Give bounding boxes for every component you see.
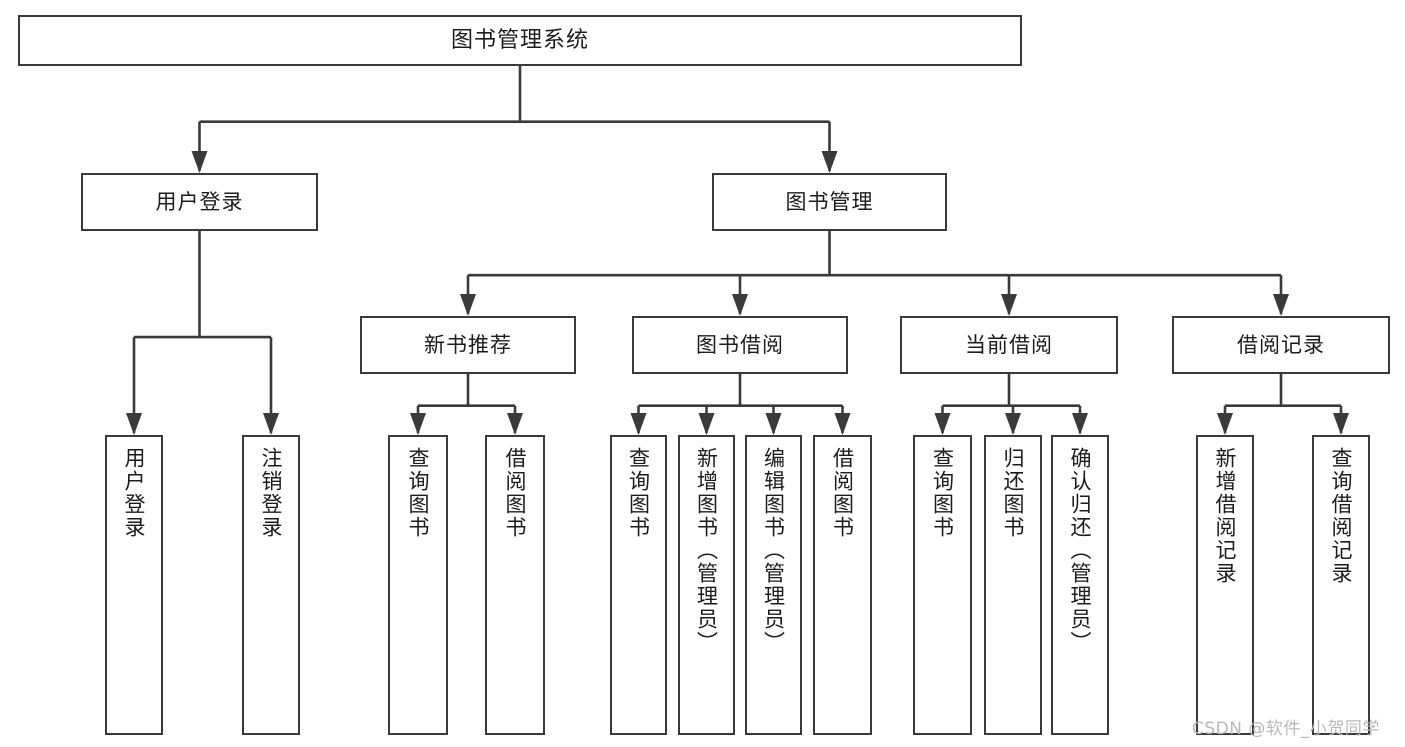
node-root[interactable]: 图书管理系统 <box>18 15 1022 66</box>
node-leaf-query-book-1-label: 查询图书 <box>406 447 431 539</box>
node-leaf-query-book-2-label: 查询图书 <box>626 447 651 539</box>
node-leaf-query-record-label: 查询借阅记录 <box>1329 447 1354 585</box>
node-leaf-logout-label: 注销登录 <box>259 447 284 539</box>
node-book-manage-label: 图书管理 <box>785 189 874 214</box>
node-leaf-add-book-label: 新增图书（管理员） <box>694 447 719 654</box>
node-user-login-label: 用户登录 <box>155 189 244 214</box>
node-root-label: 图书管理系统 <box>450 27 589 53</box>
node-leaf-logout[interactable]: 注销登录 <box>242 435 300 735</box>
node-leaf-borrow-book-2-label: 借阅图书 <box>830 447 855 539</box>
node-leaf-add-record-label: 新增借阅记录 <box>1213 447 1238 585</box>
node-leaf-query-book-3[interactable]: 查询图书 <box>913 435 972 735</box>
node-leaf-edit-book[interactable]: 编辑图书（管理员） <box>745 435 802 735</box>
node-leaf-return-book[interactable]: 归还图书 <box>984 435 1042 735</box>
node-leaf-confirm-return[interactable]: 确认归还（管理员） <box>1051 435 1109 735</box>
node-leaf-confirm-return-label: 确认归还（管理员） <box>1068 447 1093 654</box>
node-new-book-recommend[interactable]: 新书推荐 <box>360 316 576 374</box>
node-leaf-query-book-2[interactable]: 查询图书 <box>610 435 667 735</box>
node-leaf-borrow-book-1-label: 借阅图书 <box>503 447 528 539</box>
node-leaf-add-book[interactable]: 新增图书（管理员） <box>678 435 735 735</box>
node-leaf-return-book-label: 归还图书 <box>1001 447 1026 539</box>
node-leaf-borrow-book-1[interactable]: 借阅图书 <box>485 435 545 735</box>
node-book-borrow-label: 图书借阅 <box>696 332 784 357</box>
node-leaf-edit-book-label: 编辑图书（管理员） <box>761 447 786 654</box>
node-leaf-borrow-book-2[interactable]: 借阅图书 <box>813 435 872 735</box>
node-leaf-query-book-1[interactable]: 查询图书 <box>388 435 448 735</box>
node-book-borrow[interactable]: 图书借阅 <box>632 316 848 374</box>
node-leaf-add-record[interactable]: 新增借阅记录 <box>1196 435 1254 735</box>
node-new-book-recommend-label: 新书推荐 <box>424 332 512 357</box>
node-book-manage[interactable]: 图书管理 <box>712 173 947 231</box>
node-leaf-query-book-3-label: 查询图书 <box>930 447 955 539</box>
node-leaf-query-record[interactable]: 查询借阅记录 <box>1312 435 1370 735</box>
node-borrow-records-label: 借阅记录 <box>1237 332 1325 357</box>
node-user-login[interactable]: 用户登录 <box>81 173 318 231</box>
node-leaf-user-login-label: 用户登录 <box>122 447 147 539</box>
node-leaf-user-login[interactable]: 用户登录 <box>105 435 163 735</box>
node-current-borrow-label: 当前借阅 <box>965 332 1053 357</box>
node-current-borrow[interactable]: 当前借阅 <box>900 316 1118 374</box>
node-borrow-records[interactable]: 借阅记录 <box>1172 316 1390 374</box>
